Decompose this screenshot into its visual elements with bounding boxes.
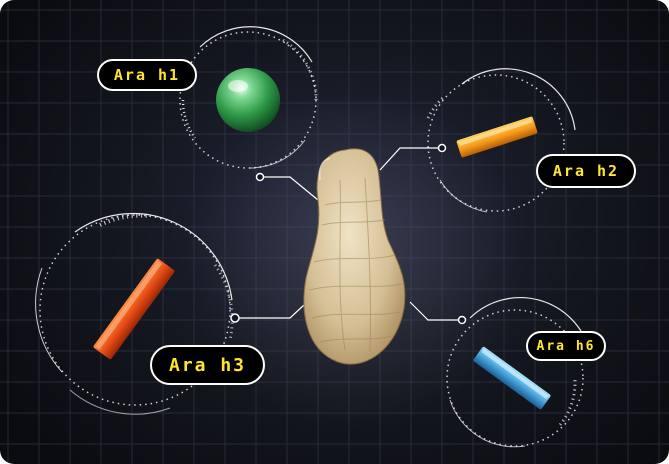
node-h3 [231,314,239,322]
node-h6 [459,317,466,324]
label-ara-h3: Ara h3 [150,345,265,385]
label-ara-h1: Ara h1 [97,59,197,91]
label-ara-h2: Ara h2 [536,154,636,188]
ara-h1-sphere [216,68,280,132]
node-h1 [257,174,264,181]
node-h2 [439,145,446,152]
ara-h2-rod [456,116,538,158]
label-ara-h6: Ara h6 [526,331,606,361]
